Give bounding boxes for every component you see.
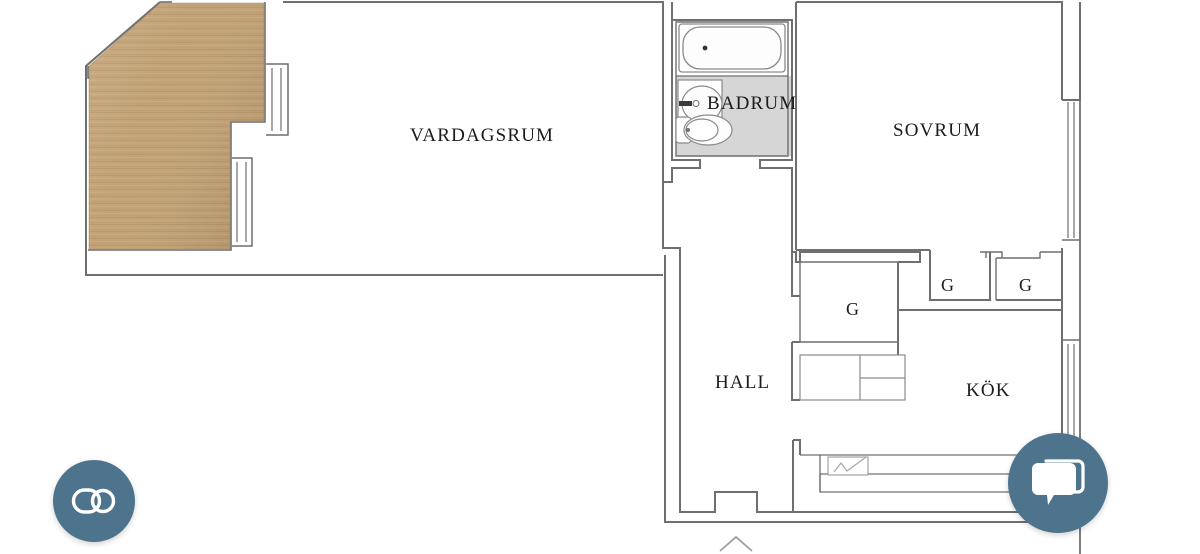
chat-bubble-icon xyxy=(1032,459,1085,505)
toggle-switch-button[interactable] xyxy=(53,460,135,542)
entrance-direction-arrow xyxy=(719,535,753,552)
stove-fixture xyxy=(827,456,869,476)
room-label-sovrum: SOVRUM xyxy=(893,120,982,141)
room-label-garderob-3: G xyxy=(1019,275,1034,295)
room-label-garderob-2: G xyxy=(941,275,956,295)
toilet-fixture xyxy=(675,114,733,146)
toggle-icon xyxy=(71,488,116,514)
bathtub-fixture xyxy=(678,23,786,73)
room-label-hall: HALL xyxy=(715,372,771,393)
room-label-kok: KÖK xyxy=(966,380,1011,401)
closet-shelving-fixture xyxy=(799,354,906,401)
chat-button[interactable] xyxy=(1008,433,1108,533)
room-label-badrum: BADRUM xyxy=(707,93,798,114)
room-label-vardagsrum: VARDAGSRUM xyxy=(410,125,555,146)
balcony-deck xyxy=(88,2,265,250)
room-label-garderob-1: G xyxy=(846,299,861,319)
